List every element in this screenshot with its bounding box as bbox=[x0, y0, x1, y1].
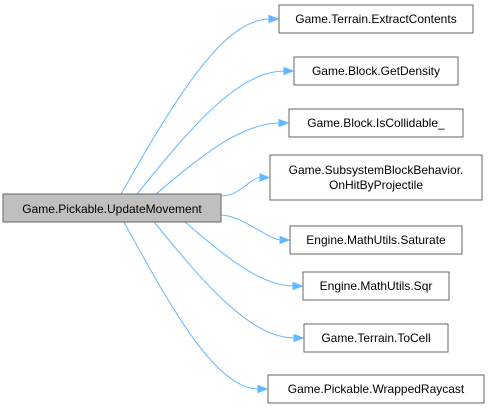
target-node-box bbox=[288, 108, 464, 138]
call-edge-4 bbox=[220, 173, 271, 197]
target-node-box bbox=[278, 4, 474, 34]
call-edge-2 bbox=[136, 66, 295, 195]
target-node-box bbox=[269, 154, 483, 201]
target-node-7[interactable]: Game.Terrain.ToCell bbox=[303, 323, 449, 353]
target-node-2[interactable]: Game.Block.GetDensity bbox=[293, 56, 459, 86]
target-node-label: Engine.MathUtils.Sqr bbox=[320, 279, 433, 293]
call-edge-6 bbox=[184, 221, 304, 291]
source-node-label: Game.Pickable.UpdateMovement bbox=[22, 202, 202, 216]
target-node-box bbox=[267, 374, 485, 404]
target-node-label: Game.Block.GetDensity bbox=[312, 64, 440, 78]
call-nodes: Game.Pickable.UpdateMovement Game.Terrai… bbox=[2, 4, 485, 404]
call-edge-1 bbox=[120, 14, 280, 195]
target-node-label: Game.Pickable.WrappedRaycast bbox=[288, 382, 465, 396]
call-edge-5 bbox=[220, 214, 291, 245]
call-edges bbox=[120, 14, 305, 394]
target-node-label: Game.Terrain.ToCell bbox=[321, 331, 430, 345]
target-node-label: Game.Block.IsCollidable_ bbox=[307, 116, 445, 130]
target-node-box bbox=[303, 323, 449, 353]
call-edge-8 bbox=[123, 221, 269, 394]
target-node-label: Engine.MathUtils.Saturate bbox=[306, 233, 446, 247]
target-node-label: OnHitByProjectile bbox=[329, 178, 423, 192]
target-node-box bbox=[293, 56, 459, 86]
target-node-1[interactable]: Game.Terrain.ExtractContents bbox=[278, 4, 474, 34]
source-node[interactable]: Game.Pickable.UpdateMovement bbox=[2, 193, 222, 223]
target-node-box bbox=[302, 271, 450, 301]
target-node-label: Game.SubsystemBlockBehavior. bbox=[289, 163, 464, 177]
target-node-4[interactable]: Game.SubsystemBlockBehavior.OnHitByProje… bbox=[269, 154, 483, 201]
call-edge-3 bbox=[155, 118, 290, 195]
target-node-3[interactable]: Game.Block.IsCollidable_ bbox=[288, 108, 464, 138]
target-node-box bbox=[289, 225, 463, 255]
call-edge-7 bbox=[153, 221, 305, 343]
target-node-8[interactable]: Game.Pickable.WrappedRaycast bbox=[267, 374, 485, 404]
target-node-5[interactable]: Engine.MathUtils.Saturate bbox=[289, 225, 463, 255]
target-node-6[interactable]: Engine.MathUtils.Sqr bbox=[302, 271, 450, 301]
target-node-label: Game.Terrain.ExtractContents bbox=[295, 12, 456, 26]
